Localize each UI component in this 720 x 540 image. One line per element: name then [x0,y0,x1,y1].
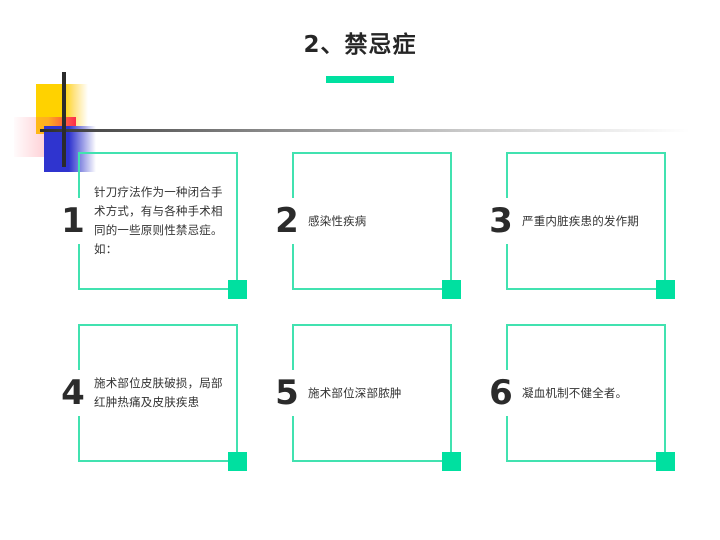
card-corner-accent-square [442,452,461,471]
content-card[interactable]: 6 凝血机制不健全者。 [489,324,675,471]
card-border-left-lower [292,416,294,462]
card-border-left-upper [506,324,508,370]
card-border-top [292,152,452,154]
card-border-right [450,152,452,290]
content-card[interactable]: 4 施术部位皮肤破损，局部红肿热痛及皮肤疾患 [61,324,247,471]
card-body: 4 施术部位皮肤破损，局部红肿热痛及皮肤疾患 [58,324,238,462]
card-border-bottom [506,460,666,462]
card-text: 施术部位深部脓肿 [308,385,402,400]
card-corner-accent-square [656,452,675,471]
card-body: 6 凝血机制不健全者。 [486,324,666,462]
card-text: 严重内脏疾患的发作期 [522,213,639,228]
card-border-top [506,324,666,326]
content-card[interactable]: 3 严重内脏疾患的发作期 [489,152,675,299]
card-border-right [664,152,666,290]
content-card[interactable]: 1 针刀疗法作为一种闭合手术方式，有与各种手术相同的一些原则性禁忌症。如： [61,152,247,299]
card-text: 感染性疾病 [308,213,367,228]
card-border-right [450,324,452,462]
card-border-bottom [292,288,452,290]
card-body: 2 感染性疾病 [272,152,452,290]
horizontal-rule-line [40,129,690,132]
card-border-bottom [78,288,238,290]
title-underline-bar [326,76,394,83]
card-border-left-upper [78,324,80,370]
card-number: 5 [275,373,299,413]
card-border-bottom [78,460,238,462]
card-number: 3 [489,201,513,241]
card-border-left-upper [292,324,294,370]
card-number: 2 [275,201,299,241]
card-text: 凝血机制不健全者。 [522,385,628,400]
content-card[interactable]: 5 施术部位深部脓肿 [275,324,461,471]
card-body: 5 施术部位深部脓肿 [272,324,452,462]
card-border-left-upper [78,152,80,198]
card-border-left-upper [292,152,294,198]
card-border-left-lower [292,244,294,290]
content-card[interactable]: 2 感染性疾病 [275,152,461,299]
card-corner-accent-square [656,280,675,299]
card-number: 1 [61,201,85,241]
slide-title-block: 2、禁忌症 [0,28,720,83]
card-border-top [292,324,452,326]
card-border-right [236,152,238,290]
card-border-left-lower [78,244,80,290]
card-border-top [78,324,238,326]
card-border-right [664,324,666,462]
contraindication-card-grid: 1 针刀疗法作为一种闭合手术方式，有与各种手术相同的一些原则性禁忌症。如： 2 … [0,152,720,482]
card-border-left-lower [78,416,80,462]
card-border-left-upper [506,152,508,198]
card-border-left-lower [506,244,508,290]
card-text: 针刀疗法作为一种闭合手术方式，有与各种手术相同的一些原则性禁忌症。如： [94,185,223,256]
card-corner-accent-square [228,452,247,471]
card-border-bottom [292,460,452,462]
vertical-rule-line [62,72,66,167]
card-number: 6 [489,373,513,413]
card-border-left-lower [506,416,508,462]
card-number: 4 [61,373,85,413]
card-text: 施术部位皮肤破损，局部红肿热痛及皮肤疾患 [94,376,223,409]
decoration-group [0,60,720,172]
blue-gradient-square-shape [44,126,96,172]
card-border-top [78,152,238,154]
card-body: 3 严重内脏疾患的发作期 [486,152,666,290]
card-border-right [236,324,238,462]
card-corner-accent-square [228,280,247,299]
card-body: 1 针刀疗法作为一种闭合手术方式，有与各种手术相同的一些原则性禁忌症。如： [58,152,238,290]
card-corner-accent-square [442,280,461,299]
card-border-bottom [506,288,666,290]
page-title: 2、禁忌症 [303,32,417,58]
card-border-top [506,152,666,154]
